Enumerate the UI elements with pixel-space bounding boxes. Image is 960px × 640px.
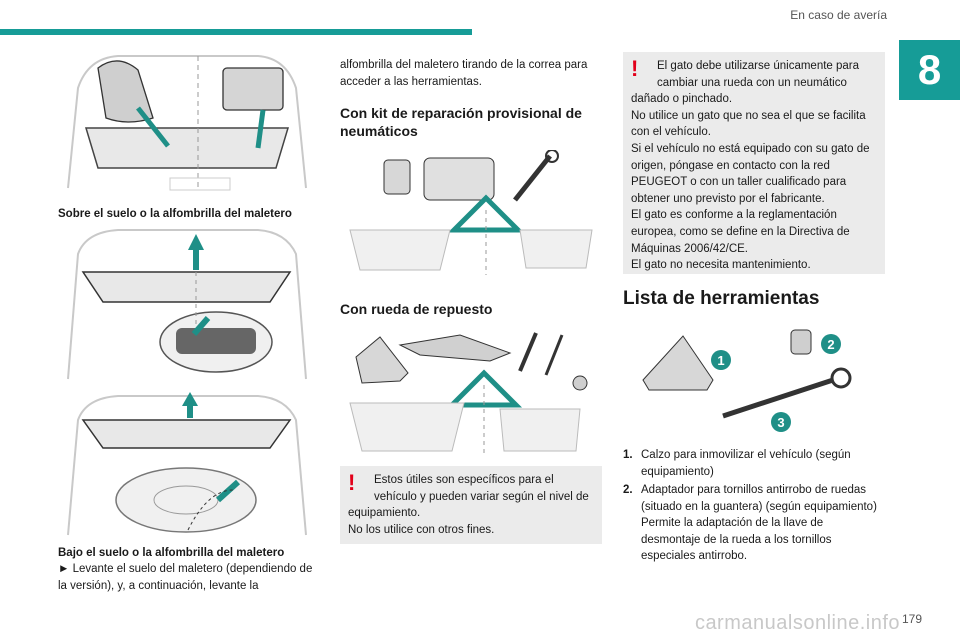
repair-kit-illustration xyxy=(349,150,593,275)
item-number: 2. xyxy=(623,484,633,496)
note-text: Estos útiles son específicos para el veh… xyxy=(348,474,589,520)
item-number: 1. xyxy=(623,449,633,461)
instruction-text-body: Levante el suelo del maletero (dependien… xyxy=(58,563,313,592)
tool-list-illustration: 1 2 3 xyxy=(642,329,852,432)
note-box-jack: ! El gato debe utilizarse únicamente par… xyxy=(623,52,885,274)
note-line-5: El gato no necesita mantenimiento. xyxy=(631,259,811,272)
section-title: En caso de avería xyxy=(790,8,887,22)
warning-icon: ! xyxy=(348,470,356,495)
note-line-2: No utilice un gato que no sea el que se … xyxy=(631,109,866,139)
caption-under-floor: Bajo el suelo o la alfombrilla del malet… xyxy=(58,547,285,559)
note-line-1: El gato debe utilizarse únicamente para … xyxy=(631,60,860,106)
list-item: 1. Calzo para inmovilizar el vehículo (s… xyxy=(623,447,885,480)
note-box-tools: ! Estos útiles son específicos para el v… xyxy=(340,466,602,544)
badge-2: 2 xyxy=(827,337,834,352)
instruction-continued: alfombrilla del maletero tirando de la c… xyxy=(340,59,588,88)
spare-wheel-tools-illustration xyxy=(349,332,588,455)
bullet-arrow: ► xyxy=(58,563,70,575)
watermark: carmanualsonline.info xyxy=(694,612,900,634)
header-accent-bar xyxy=(0,29,472,35)
instruction-text: ► Levante el suelo del maletero (dependi… xyxy=(58,561,320,594)
badge-1: 1 xyxy=(717,353,724,368)
item-text: Calzo para inmovilizar el vehículo (segú… xyxy=(641,449,851,478)
trunk-bags-illustration xyxy=(67,55,307,191)
note-text-2: No los utilice con otros fines. xyxy=(348,523,495,536)
badge-3: 3 xyxy=(777,415,784,430)
item-extra: Permite la adaptación de la llave de des… xyxy=(641,517,832,562)
warning-icon: ! xyxy=(631,56,639,81)
heading-tool-list: Lista de herramientas xyxy=(623,288,820,309)
trunk-floor-lift-illustration-2 xyxy=(67,392,307,536)
note-line-3: Si el vehículo no está equipado con su g… xyxy=(631,142,870,205)
tool-list: 1. Calzo para inmovilizar el vehículo (s… xyxy=(623,447,885,567)
item-text: Adaptador para tornillos antirrobo de ru… xyxy=(641,484,877,513)
trunk-floor-lift-illustration-1 xyxy=(67,229,307,380)
heading-repair-kit: Con kit de reparación provisional de neu… xyxy=(340,105,582,139)
caption-on-floor: Sobre el suelo o la alfombrilla del male… xyxy=(58,208,292,220)
page-number: 179 xyxy=(901,612,922,626)
heading-spare-wheel: Con rueda de repuesto xyxy=(340,301,493,317)
list-item: 2. Adaptador para tornillos antirrobo de… xyxy=(623,482,885,565)
note-line-4: El gato es conforme a la reglamentación … xyxy=(631,209,850,255)
chapter-tab: 8 xyxy=(899,40,960,100)
